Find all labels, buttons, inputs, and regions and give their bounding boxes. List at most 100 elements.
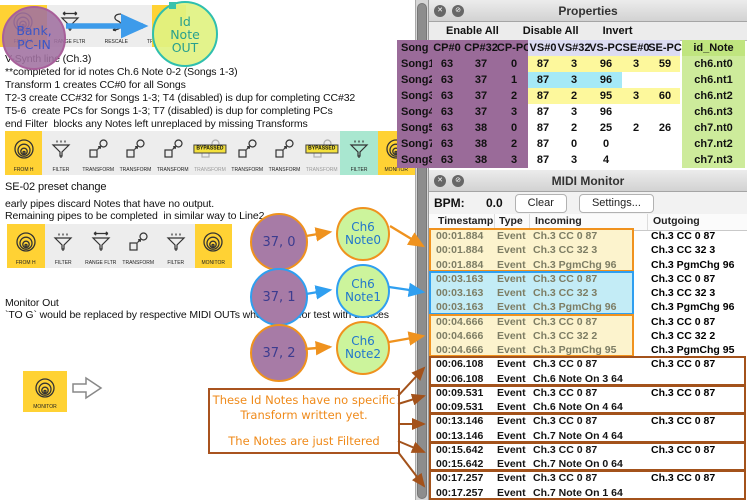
table-cell[interactable]: 87 (528, 72, 558, 88)
table-cell[interactable] (622, 72, 650, 88)
table-cell[interactable]: ch6.nt0 (682, 56, 745, 72)
pipe-filter[interactable]: FILTER (42, 131, 79, 175)
table-cell[interactable]: 37 (462, 56, 500, 72)
table-cell[interactable]: 60 (650, 88, 680, 104)
table-cell[interactable]: 3 (558, 72, 590, 88)
table-cell[interactable]: 87 (536, 154, 550, 166)
table-cell[interactable]: 3 (570, 106, 578, 118)
table-cell[interactable]: 0 (500, 120, 528, 136)
pipe-filter[interactable]: FILTER (45, 224, 83, 268)
table-cell[interactable]: 37 (462, 104, 500, 120)
table-cell[interactable]: 63 (432, 56, 462, 72)
pipe-range-fltr[interactable]: RANGE FLTR (82, 224, 120, 268)
collapse-icon[interactable]: ⊘ (452, 4, 464, 17)
table-cell[interactable]: 96 (590, 72, 622, 88)
table-cell[interactable]: 3 (622, 56, 650, 72)
invert-button[interactable]: Invert (602, 25, 633, 37)
table-cell[interactable]: 3 (500, 104, 528, 120)
table-cell[interactable]: 26 (658, 122, 672, 134)
pipe-filter[interactable]: FILTER (157, 224, 195, 268)
table-cell[interactable]: 63 (432, 88, 462, 104)
close-icon[interactable]: ✕ (434, 4, 446, 17)
table-cell[interactable] (622, 104, 650, 120)
table-cell[interactable]: 63 (432, 120, 462, 136)
properties-titlebar[interactable]: ✕ ⊘ Properties (428, 0, 747, 22)
table-cell[interactable]: 96 (590, 56, 622, 72)
table-cell[interactable]: 37 (462, 72, 500, 88)
pipe-transform[interactable]: TRANSFORM (266, 131, 303, 175)
table-cell[interactable]: 2 (558, 88, 590, 104)
pipe-transform[interactable]: TRANSFORM (120, 224, 158, 268)
pipe-monitor[interactable]: MONITOR (194, 224, 232, 268)
table-cell[interactable]: 0 (570, 138, 578, 150)
table-cell[interactable]: 38 (462, 120, 500, 136)
table-cell[interactable]: 38 (462, 152, 500, 168)
song-row-label[interactable]: Song4 (397, 104, 435, 120)
table-cell[interactable]: 2 (500, 136, 528, 152)
table-cell[interactable]: 3 (500, 152, 528, 168)
table-cell[interactable]: ch6.nt1 (682, 72, 745, 88)
table-cell[interactable] (622, 152, 650, 168)
table-cell[interactable]: 1 (500, 72, 528, 88)
table-cell[interactable]: ch7.nt0 (682, 120, 745, 136)
table-cell[interactable] (650, 136, 680, 152)
song-row-label[interactable]: Song7 (397, 136, 435, 152)
table-cell[interactable]: ch6.nt3 (682, 104, 745, 120)
song-row-label[interactable]: Song5 (397, 120, 435, 136)
table-cell[interactable]: ch7.nt3 (682, 152, 745, 168)
settings-button[interactable]: Settings... (578, 193, 654, 213)
table-cell[interactable]: 87 (528, 88, 558, 104)
table-cell[interactable]: 2 (500, 88, 528, 104)
table-cell[interactable]: 38 (462, 136, 500, 152)
table-cell[interactable]: 63 (432, 104, 462, 120)
song-row-label[interactable]: Song2 (397, 72, 435, 88)
pipe-transform[interactable]: TRANSFORM (117, 131, 154, 175)
enable-all-button[interactable]: Enable All (446, 25, 499, 37)
clear-button[interactable]: Clear (514, 193, 567, 213)
table-cell[interactable] (650, 104, 680, 120)
table-cell[interactable]: 3 (622, 88, 650, 104)
song-row-label[interactable]: Song1 (397, 56, 435, 72)
table-cell[interactable]: ch6.nt2 (682, 88, 745, 104)
table-cell[interactable]: 2 (632, 122, 640, 134)
table-cell[interactable] (622, 136, 650, 152)
monitor-titlebar[interactable]: ✕ ⊘ MIDI Monitor (428, 170, 747, 192)
pipe-filter[interactable]: FILTER (340, 131, 378, 175)
pipe-transform[interactable]: TRANSFORM (154, 131, 191, 175)
close-icon[interactable]: ✕ (434, 174, 446, 187)
table-cell[interactable]: 87 (536, 138, 550, 150)
table-cell[interactable]: 63 (432, 152, 462, 168)
pipe-monitor[interactable]: MONITOR (23, 371, 67, 412)
table-cell[interactable]: 3 (558, 56, 590, 72)
table-cell[interactable]: 4 (602, 154, 610, 166)
table-cell[interactable]: 87 (536, 122, 550, 134)
pipe-from-h[interactable]: FROM H (7, 224, 45, 268)
table-cell[interactable]: 63 (432, 136, 462, 152)
song-row-label[interactable]: Song8 (397, 152, 435, 168)
table-cell[interactable]: 63 (432, 72, 462, 88)
table-cell[interactable]: 25 (599, 122, 613, 134)
table-cell[interactable]: 95 (590, 88, 622, 104)
song-row-label[interactable]: Song3 (397, 88, 435, 104)
table-cell[interactable]: 3 (570, 154, 578, 166)
table-cell[interactable]: 0 (500, 56, 528, 72)
